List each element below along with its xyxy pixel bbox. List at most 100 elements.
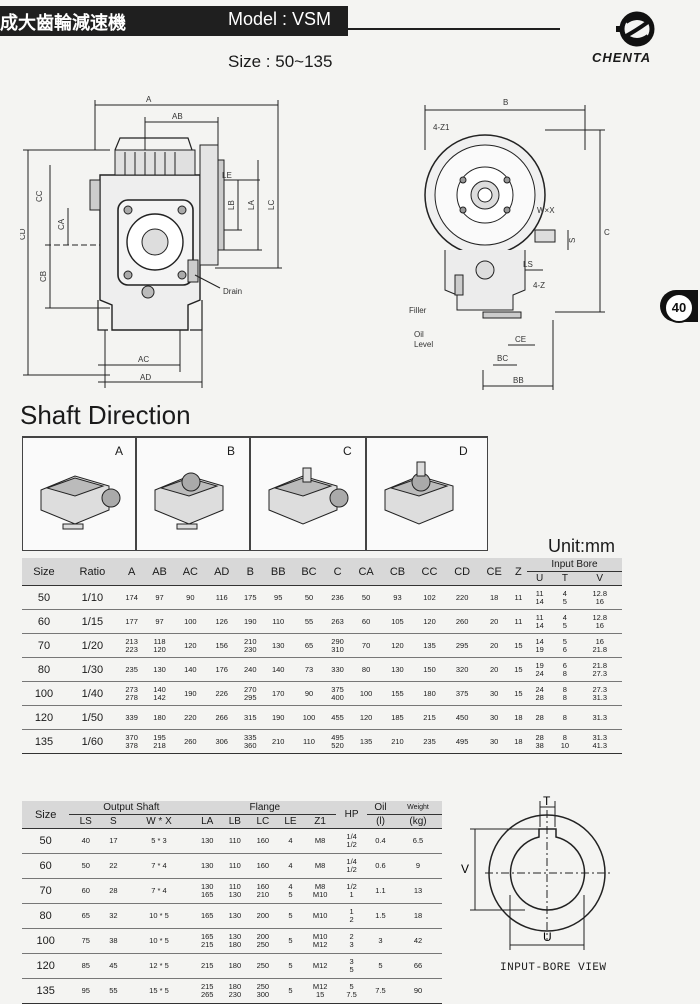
table-cell: 100 <box>22 928 70 954</box>
table-cell: 170 <box>263 681 294 706</box>
table-cell: 120 <box>174 633 207 658</box>
dim-ce: CE <box>515 335 526 344</box>
dim-lb: LB <box>227 200 236 210</box>
table-cell: M10 <box>304 903 337 929</box>
table-cell: 28 <box>102 878 125 904</box>
dim-bb: BB <box>513 376 524 385</box>
dim-lc: LC <box>267 200 276 210</box>
table-cell: 20 <box>478 657 510 682</box>
table-cell: 6.5 <box>394 828 442 854</box>
dim-cb: CB <box>39 271 48 282</box>
col-ce: CE <box>478 558 510 586</box>
col-c: C <box>324 558 351 586</box>
table-cell: 130 165 <box>193 878 222 904</box>
dim-s: S <box>568 238 577 243</box>
filler-label: Filler <box>409 306 427 315</box>
table-cell: 315 <box>237 705 264 730</box>
table-cell: 5 <box>276 953 305 979</box>
table-cell: 2 3 <box>336 928 367 954</box>
table-cell: M12 15 <box>304 978 337 1004</box>
reducer-sketch-icon <box>154 472 224 530</box>
table-cell: 130 <box>144 657 175 682</box>
table-subheader-row: LS S W * X LA LB LC LE Z1 (l) (kg) <box>22 814 442 829</box>
col-size: Size <box>22 801 70 829</box>
table-cell: 17 <box>102 828 125 854</box>
table-cell: 8 8 <box>552 681 578 706</box>
col-ac: AC <box>174 558 207 586</box>
table-cell: 14 19 <box>526 633 553 658</box>
dim-a: A <box>146 95 152 104</box>
table-cell: 495 520 <box>324 729 351 754</box>
table-cell: 50 <box>293 585 325 610</box>
table-cell: 120 <box>413 609 446 634</box>
col-a: A <box>118 558 145 586</box>
table-cell: 250 300 <box>248 978 277 1004</box>
table-cell: 156 <box>206 633 238 658</box>
table-cell: 97 <box>144 585 175 610</box>
table-cell: 273 278 <box>118 681 145 706</box>
table-cell: 100 <box>174 609 207 634</box>
table-cell: 4 5 <box>552 585 578 610</box>
table-cell: 185 <box>381 705 414 730</box>
table-cell: 15 <box>509 657 527 682</box>
table-cell: 8 10 <box>552 729 578 754</box>
dim-la: LA <box>247 200 256 210</box>
table-cell: M12 <box>304 953 337 979</box>
table-cell: 18 <box>509 729 527 754</box>
shaft-direction-panel-d: D <box>366 436 488 551</box>
col-ad: AD <box>206 558 238 586</box>
table-cell: 70 <box>350 633 382 658</box>
table-cell: 116 <box>206 585 238 610</box>
table-subheader-row: U T V <box>22 571 622 586</box>
table-cell: 263 <box>324 609 351 634</box>
col-la: LA <box>193 814 222 829</box>
col-z1: Z1 <box>304 814 337 829</box>
table-cell: 70 <box>22 633 66 658</box>
col-lc: LC <box>248 814 277 829</box>
table-cell: 235 <box>118 657 145 682</box>
table-cell: 155 <box>381 681 414 706</box>
table-cell: 174 <box>118 585 145 610</box>
table-cell: 140 <box>174 657 207 682</box>
table-cell: 90 <box>174 585 207 610</box>
dim-ls: LS <box>523 260 533 269</box>
table-cell: 495 <box>445 729 479 754</box>
table-cell: 50 <box>22 585 66 610</box>
table-cell: 130 <box>193 828 222 854</box>
table-cell: 27.3 31.3 <box>577 681 622 706</box>
table-cell: 42 <box>394 928 442 954</box>
table-cell: 295 <box>445 633 479 658</box>
table-cell: 90 <box>293 681 325 706</box>
table-cell: 15 <box>509 633 527 658</box>
table-cell: 165 <box>193 903 222 929</box>
table-cell: 160 210 <box>248 878 277 904</box>
table-cell: 175 <box>237 585 264 610</box>
dim-ac: AC <box>138 355 149 364</box>
table-cell: 135 <box>22 978 70 1004</box>
table-cell: 375 400 <box>324 681 351 706</box>
table-cell: 15 <box>509 681 527 706</box>
table-cell: 3 5 <box>336 953 367 979</box>
table-cell: 130 <box>381 657 414 682</box>
table-cell: 95 <box>69 978 103 1004</box>
shaft-direction-panel-b: B <box>136 436 250 551</box>
table-cell: 250 <box>248 953 277 979</box>
table-cell: 200 250 <box>248 928 277 954</box>
table-cell: 118 120 <box>144 633 175 658</box>
table-cell: 85 <box>69 953 103 979</box>
table-cell: 260 <box>445 609 479 634</box>
col-weight-unit: (kg) <box>394 814 442 829</box>
col-oil-unit: (l) <box>367 814 395 829</box>
dim-cc: CC <box>35 190 44 202</box>
table-cell: 5 7.5 <box>336 978 367 1004</box>
dim-ab: AB <box>172 112 183 121</box>
table-cell: 75 <box>69 928 103 954</box>
